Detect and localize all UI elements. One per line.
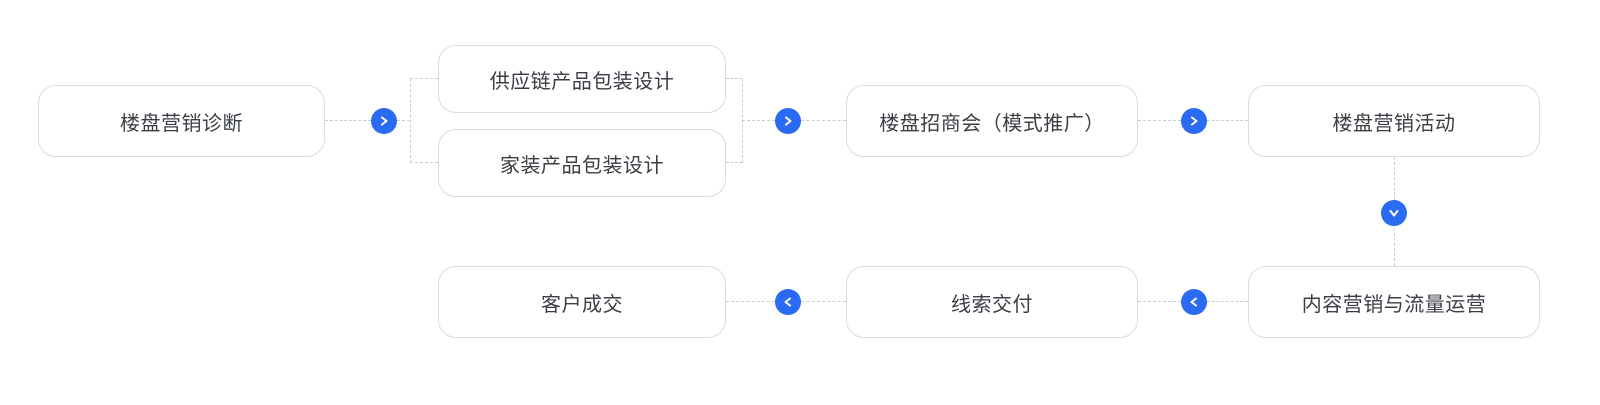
- chevron-left-icon: [784, 297, 791, 307]
- arrow-badge-right-3: [1181, 108, 1207, 134]
- connector-diagnosis-to-arrow: [325, 120, 371, 121]
- chevron-down-icon: [1389, 210, 1399, 217]
- arrow-badge-down: [1381, 200, 1407, 226]
- arrow-badge-left-1: [1181, 289, 1207, 315]
- connector-home-decor-to-merge: [726, 162, 742, 163]
- chevron-right-icon: [381, 116, 388, 126]
- connector-content-to-arrow: [1207, 301, 1248, 302]
- node-home-decor-packaging: 家装产品包装设计: [438, 129, 726, 197]
- node-lead-delivery: 线索交付: [846, 266, 1138, 338]
- chevron-left-icon: [1190, 297, 1197, 307]
- connector-split-to-home-decor: [410, 162, 438, 163]
- chevron-right-icon: [1191, 116, 1198, 126]
- connector-arrow-to-activity: [1207, 120, 1248, 121]
- node-investment-meeting: 楼盘招商会（模式推广）: [846, 85, 1138, 157]
- arrow-badge-left-2: [775, 289, 801, 315]
- node-diagnosis: 楼盘营销诊断: [38, 85, 325, 157]
- connector-lead-to-arrow: [801, 301, 846, 302]
- connector-investment-to-arrow: [1138, 120, 1181, 121]
- connector-arrow-to-split: [397, 120, 410, 121]
- node-customer-deal: 客户成交: [438, 266, 726, 338]
- chevron-right-icon: [785, 116, 792, 126]
- arrow-badge-right-1: [371, 108, 397, 134]
- node-content-marketing: 内容营销与流量运营: [1248, 266, 1540, 338]
- connector-split-vertical-left: [410, 79, 411, 163]
- connector-merge-to-arrow: [742, 120, 775, 121]
- node-supply-chain-packaging: 供应链产品包装设计: [438, 45, 726, 113]
- connector-supply-chain-to-merge: [726, 78, 742, 79]
- node-marketing-activity: 楼盘营销活动: [1248, 85, 1540, 157]
- connector-merge-vertical-right: [742, 79, 743, 163]
- connector-split-to-supply-chain: [410, 78, 438, 79]
- connector-arrow-to-lead: [1138, 301, 1181, 302]
- connector-arrow-to-deal: [726, 301, 775, 302]
- arrow-badge-right-2: [775, 108, 801, 134]
- connector-arrow-to-investment: [801, 120, 846, 121]
